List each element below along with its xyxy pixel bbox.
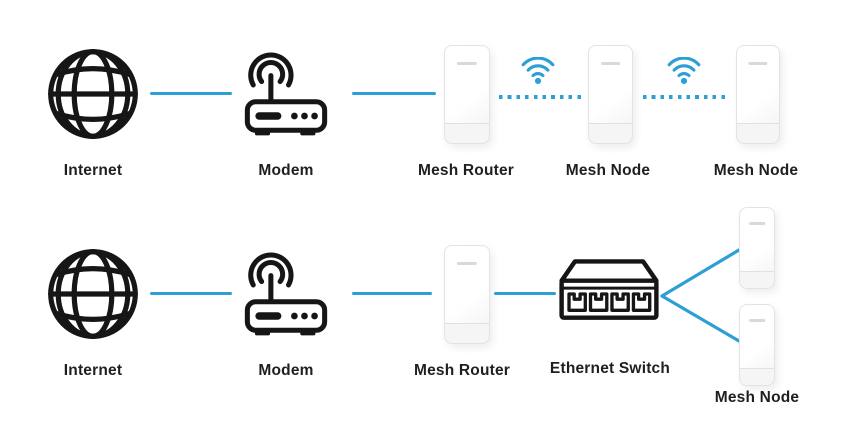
mesh-node-device <box>736 45 780 144</box>
brand-mark <box>748 62 768 66</box>
ethernet-switch-label: Ethernet Switch <box>549 360 671 377</box>
brand-mark <box>600 62 621 66</box>
modem-label: Modem <box>258 362 314 379</box>
brand-mark <box>749 318 765 322</box>
wired-link <box>352 292 432 295</box>
modem-label: Modem <box>258 162 314 179</box>
brand-mark <box>456 262 478 266</box>
mesh-router-label: Mesh Router <box>413 362 511 379</box>
wired-link <box>150 292 232 295</box>
wireless-dotted-link <box>499 95 585 99</box>
wired-link <box>150 92 232 95</box>
globe-icon <box>46 247 140 341</box>
mesh-node-device <box>588 45 633 144</box>
internet-label: Internet <box>63 362 123 379</box>
wifi-icon <box>666 57 702 86</box>
ethernet-switch-icon <box>557 257 661 334</box>
mesh-router-device <box>444 245 490 344</box>
wired-link <box>352 92 436 95</box>
internet-label: Internet <box>63 162 123 179</box>
wifi-icon <box>520 57 556 86</box>
mesh-node-label: Mesh Node <box>714 389 800 406</box>
modem-icon <box>244 248 328 342</box>
globe-icon <box>46 47 140 141</box>
brand-mark <box>749 221 765 225</box>
wireless-dotted-link <box>643 95 725 99</box>
mesh-node-device <box>739 304 775 386</box>
mesh-node-label: Mesh Node <box>565 162 651 179</box>
mesh-router-device <box>444 45 490 144</box>
mesh-router-label: Mesh Router <box>417 162 515 179</box>
mesh-node-device <box>739 207 775 289</box>
modem-icon <box>244 48 328 142</box>
brand-mark <box>456 62 478 66</box>
wired-link <box>494 292 556 295</box>
fork-links <box>658 244 742 348</box>
mesh-node-label: Mesh Node <box>713 162 799 179</box>
